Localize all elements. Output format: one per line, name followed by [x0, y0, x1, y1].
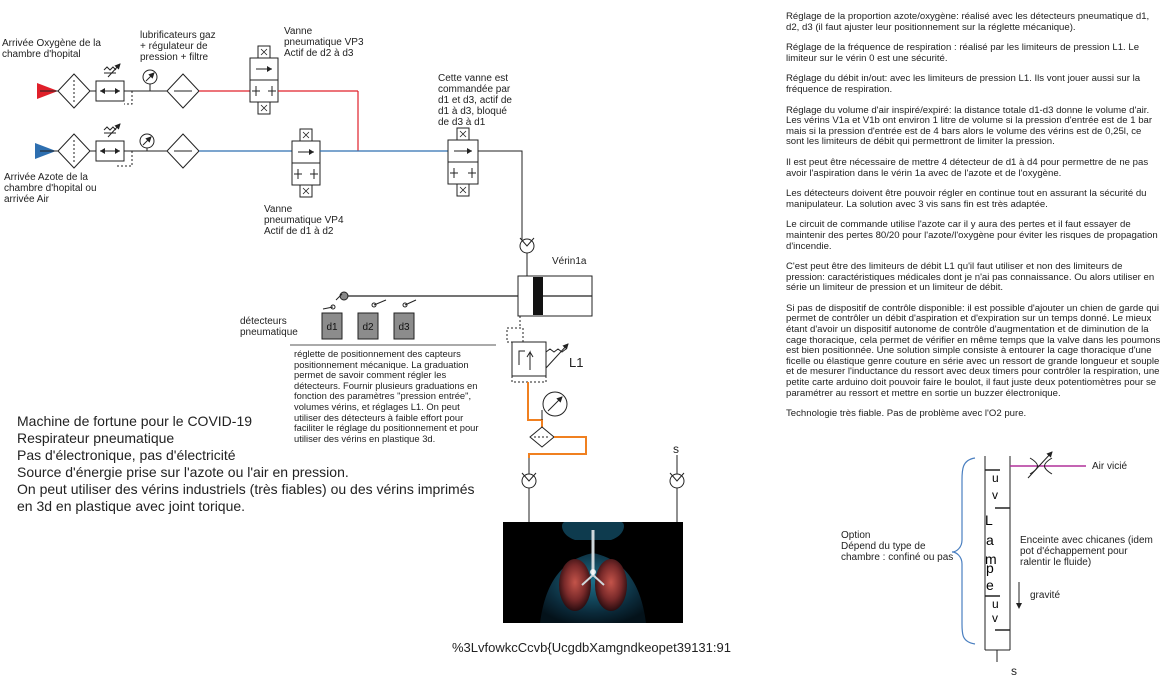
exhaust-s2-label: s	[1011, 664, 1017, 678]
detector-label: d3	[398, 322, 410, 333]
note-paragraph: Réglage de la proportion azote/oxygène: …	[786, 11, 1150, 33]
note-paragraph: Réglage de la fréquence de respiration :…	[786, 42, 1140, 64]
detector-d3	[393, 312, 415, 340]
check-valve-icon	[521, 472, 537, 489]
note-paragraph: Les détecteurs doivent être pouvoir régl…	[786, 188, 1147, 210]
note-paragraph: Il est peut être nécessaire de mettre 4 …	[786, 156, 1149, 179]
exhaust-check-valve-icon	[669, 455, 685, 522]
oxygen-inlet-label: Arrivée Oxygène de la chambre d'hopital	[2, 38, 101, 60]
note-paragraph: Si pas de dispositif de contrôle disponi…	[786, 302, 1161, 399]
code-text: %3LvfowkcCcvb{UcgdbXamgndkeopet39131:91	[452, 640, 731, 655]
uv-bottom-u: u	[992, 597, 999, 611]
filter-icon	[57, 133, 91, 169]
summary-line: Machine de fortune pour le COVID-19	[17, 413, 253, 429]
ruler-note: réglette de positionnement des capteurs …	[294, 348, 479, 444]
valve-vp4-label: Vanne pneumatique VP4 Actif de d1 à d2	[264, 204, 344, 237]
air-vicie-label: Air vicié	[1092, 461, 1128, 472]
pressure-limiter-l1	[506, 316, 569, 383]
lungs-image	[503, 522, 683, 623]
summary-block: Machine de fortune pour le COVID-19 Resp…	[17, 413, 475, 515]
main-valve	[447, 127, 479, 197]
exhaust-s-label: s	[673, 442, 679, 456]
summary-line: en 3d en plastique avec joint torique.	[17, 498, 246, 514]
detector-d1	[321, 312, 343, 340]
detector-label: d1	[326, 322, 338, 333]
summary-line: On peut utiliser des vérins industriels …	[17, 481, 475, 497]
l1-label: L1	[569, 355, 584, 370]
summary-line: Respirateur pneumatique	[17, 430, 175, 446]
option-brace	[951, 457, 976, 645]
nitrogen-line	[35, 123, 292, 169]
gravity-label: gravité	[1030, 590, 1061, 601]
note-paragraph: Réglage du volume d'air inspiré/expiré: …	[786, 104, 1153, 148]
note-paragraph: Réglage du débit in/out: avec les limite…	[786, 73, 1141, 95]
lamp-letter: a	[986, 532, 994, 548]
note-paragraph: Technologie très fiable. Pas de problème…	[786, 408, 1027, 420]
filter-icon	[57, 73, 91, 109]
detector-d2	[357, 312, 379, 340]
valve-vp3-label: Vanne pneumatique VP3 Actif de d2 à d3	[284, 26, 364, 59]
lamp-letter: L	[985, 512, 993, 528]
lamp-letter: e	[986, 577, 994, 593]
detectors-label: détecteurs pneumatique	[240, 316, 298, 338]
note-paragraph: C'est peut être des limiteurs de débit L…	[786, 261, 1155, 294]
cylinder-label: Vérin1a	[552, 256, 587, 267]
lamp-letter: m	[985, 551, 997, 567]
nitrogen-inlet-label: Arrivée Azote de la chambre d'hopital ou…	[4, 172, 97, 205]
valve-vp4	[291, 128, 321, 198]
option-label: Option Dépend du type de chambre : confi…	[841, 530, 954, 563]
main-valve-label: Cette vanne est commandée par d1 et d3, …	[438, 73, 512, 128]
note-paragraph: Le circuit de commande utilise l'azote c…	[786, 219, 1158, 252]
detector-label: d2	[362, 322, 374, 333]
roller-icon	[339, 291, 349, 301]
orange-line	[527, 382, 543, 432]
oxygen-line	[37, 63, 250, 109]
cylinder-verin1a	[517, 275, 593, 317]
lamp-letter: p	[986, 560, 994, 576]
check-valve-icon	[519, 237, 535, 254]
enclosure-label: Enceinte avec chicanes (idem pot d'échap…	[1020, 535, 1153, 568]
detector-ruler: d1 d2 d3	[290, 291, 518, 346]
notes-column: Réglage de la proportion azote/oxygène: …	[786, 11, 1161, 430]
summary-line: Source d'énergie prise sur l'azote ou l'…	[17, 464, 349, 480]
uv-top-u: u	[992, 471, 999, 485]
summary-line: Pas d'électronique, pas d'électricité	[17, 447, 236, 463]
uv-top-v: v	[992, 488, 998, 502]
uv-lamp-enclosure: u v L a m p e u v	[951, 451, 1086, 662]
lubricators-label: lubrificateurs gaz + régulateur de press…	[140, 30, 216, 63]
valve-vp3	[249, 45, 279, 115]
uv-bottom-v: v	[992, 611, 998, 625]
